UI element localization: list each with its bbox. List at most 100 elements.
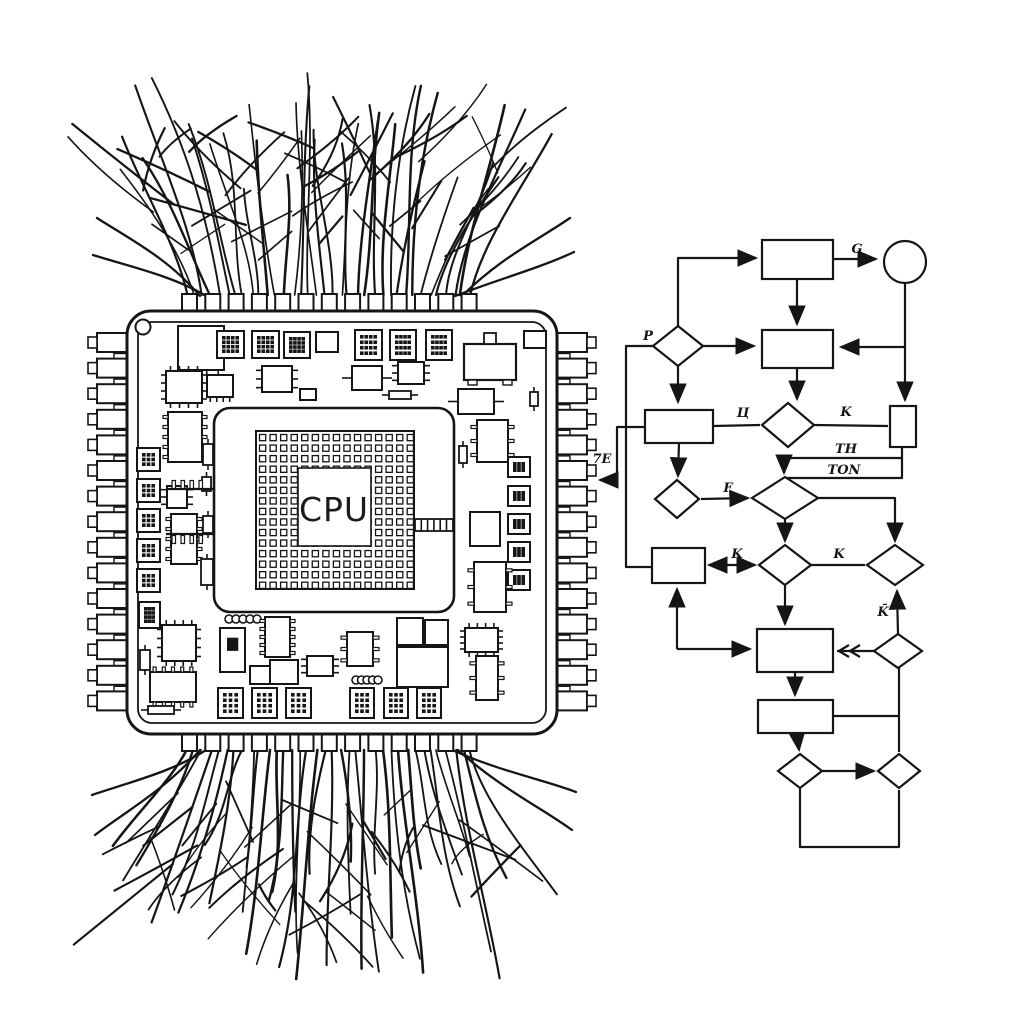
pad-dot — [235, 336, 239, 340]
flow-process-a — [760, 238, 835, 281]
dip-pin — [165, 546, 172, 552]
bottom-root — [203, 748, 243, 847]
pad-dot — [407, 340, 411, 345]
pad-cell — [395, 454, 404, 463]
bottom-root-branch — [318, 822, 354, 903]
pad-dot — [432, 709, 436, 713]
pad-dot — [265, 349, 270, 353]
bottom-root — [435, 749, 471, 858]
chip-pin-left-nub — [87, 412, 98, 426]
pad-cell — [279, 581, 288, 590]
pad-cell — [374, 465, 383, 473]
pad-dot — [395, 340, 399, 345]
pad-dot — [151, 583, 155, 587]
pad-cell — [290, 486, 298, 495]
top-side-wire — [95, 216, 202, 298]
bottom-root — [171, 748, 221, 896]
top-wire-branch — [340, 131, 392, 184]
top-wire-branch — [197, 130, 258, 171]
pad-dot — [399, 345, 403, 350]
pad-dot — [439, 345, 443, 350]
bottom-root — [390, 749, 421, 960]
bottom-root — [339, 748, 353, 863]
chip-pin-left-nub — [87, 464, 98, 477]
pad-dot — [291, 698, 295, 703]
chip-pin-right-nub — [586, 668, 597, 682]
pad-cell — [279, 465, 288, 473]
top-side-wire — [460, 216, 572, 298]
top-side-wire — [91, 253, 208, 298]
pad-dot — [297, 341, 301, 345]
ic-dip — [264, 616, 291, 658]
chip-pin-right — [556, 357, 588, 379]
bottom-side-root — [450, 748, 578, 794]
component-block — [523, 330, 547, 349]
pad-dot — [151, 611, 155, 615]
chip-pin-left — [96, 485, 128, 507]
pad-dot — [228, 698, 233, 703]
pad-dot — [521, 578, 525, 582]
pad-dot — [293, 341, 297, 345]
pad-cell — [301, 571, 309, 579]
top-wire — [222, 132, 243, 296]
pad-dot — [297, 349, 301, 353]
top-wire-branch — [394, 114, 468, 159]
pad-cell — [311, 454, 320, 463]
chip-pin-right-nub — [586, 566, 597, 580]
pad-dot — [431, 335, 435, 339]
chip-pin-right-nub — [586, 361, 597, 375]
chip-pin-right — [556, 562, 588, 584]
pad-cell — [258, 571, 267, 579]
pad-dot — [517, 491, 521, 495]
dip-pin — [259, 650, 266, 656]
pad-cell — [290, 581, 298, 590]
pad-array — [354, 329, 383, 361]
pad-dot — [261, 349, 266, 353]
pad-cell — [374, 518, 383, 526]
ic-qfp — [165, 370, 203, 404]
chip-pin-right-nub — [586, 694, 597, 708]
flow-label-g: G — [851, 242, 862, 257]
chip-pin-left-nub — [87, 489, 98, 503]
pad-dot — [230, 340, 235, 345]
pad-dot — [265, 344, 270, 349]
top-wire-branch — [489, 106, 567, 171]
flow-label-te: 7E — [593, 452, 613, 467]
pad-cell — [374, 433, 383, 442]
pad-dot — [443, 351, 447, 355]
pad-dot — [235, 340, 239, 345]
pad-cell — [374, 486, 383, 495]
pad-dot — [142, 462, 146, 466]
chip-pin-left-nub — [87, 566, 98, 580]
chip-pin-left — [96, 536, 128, 558]
vic-pin — [470, 424, 478, 430]
pad-dot — [223, 703, 227, 708]
pad-dot — [513, 468, 517, 472]
bottom-root — [277, 748, 308, 969]
top-wire-branch — [67, 136, 155, 213]
pad-dot — [422, 703, 426, 708]
top-wire — [300, 85, 311, 297]
pad-array — [217, 687, 244, 719]
pad-dot — [151, 462, 155, 466]
pad-cell — [343, 444, 351, 452]
pad-cell — [385, 528, 393, 537]
pad-dot — [432, 703, 436, 708]
bottom-root-branch — [244, 802, 293, 848]
dip-pin — [180, 701, 185, 708]
chip-pin-left-nub — [87, 617, 98, 631]
inductor-turn — [373, 675, 383, 685]
pad-dot — [144, 615, 148, 619]
flow-label-th: TH — [835, 442, 858, 457]
pad-dot — [355, 698, 359, 703]
ic-dip — [149, 671, 197, 703]
ic-vertical — [476, 419, 509, 463]
vic-pin — [467, 584, 475, 590]
chip-pin-left-nub — [87, 694, 98, 708]
pad-cell — [364, 454, 372, 463]
pad-dot — [521, 522, 525, 526]
flow-label-ton: TON — [828, 463, 862, 478]
pad-dot — [223, 709, 227, 713]
dip-pin — [189, 666, 194, 673]
